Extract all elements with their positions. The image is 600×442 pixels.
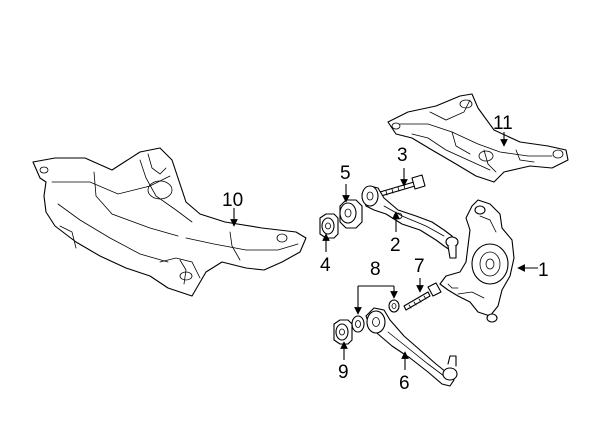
bolt-part-3[interactable] (379, 174, 426, 197)
bushing-part-4[interactable] (319, 213, 339, 239)
callout-6: 6 (399, 373, 410, 394)
callout-labels: 1 2 3 4 5 6 7 8 9 10 11 (222, 113, 549, 394)
callout-8: 8 (370, 259, 381, 280)
callout-1: 1 (538, 260, 549, 281)
callout-4: 4 (320, 255, 331, 276)
callout-5: 5 (340, 163, 351, 184)
leader-lines (230, 132, 538, 370)
callout-11: 11 (493, 113, 513, 134)
rear-subframe-part-11[interactable] (387, 93, 569, 183)
callout-9: 9 (338, 362, 349, 383)
bolt-part-7[interactable] (403, 282, 442, 311)
callout-3: 3 (397, 145, 408, 166)
callout-7: 7 (414, 256, 425, 277)
callout-2: 2 (390, 235, 401, 256)
washer-part-8-b[interactable] (388, 299, 400, 313)
upper-control-arm-part-2[interactable] (361, 185, 459, 259)
callout-10: 10 (222, 190, 243, 211)
steering-knuckle-part-1[interactable] (439, 199, 515, 323)
bushing-part-9[interactable] (333, 319, 353, 345)
bushing-part-5[interactable] (339, 199, 363, 229)
bushing-part-8-a[interactable] (351, 315, 365, 333)
front-subframe-part-10[interactable] (32, 147, 307, 297)
lower-control-arm-part-6[interactable] (365, 307, 458, 387)
